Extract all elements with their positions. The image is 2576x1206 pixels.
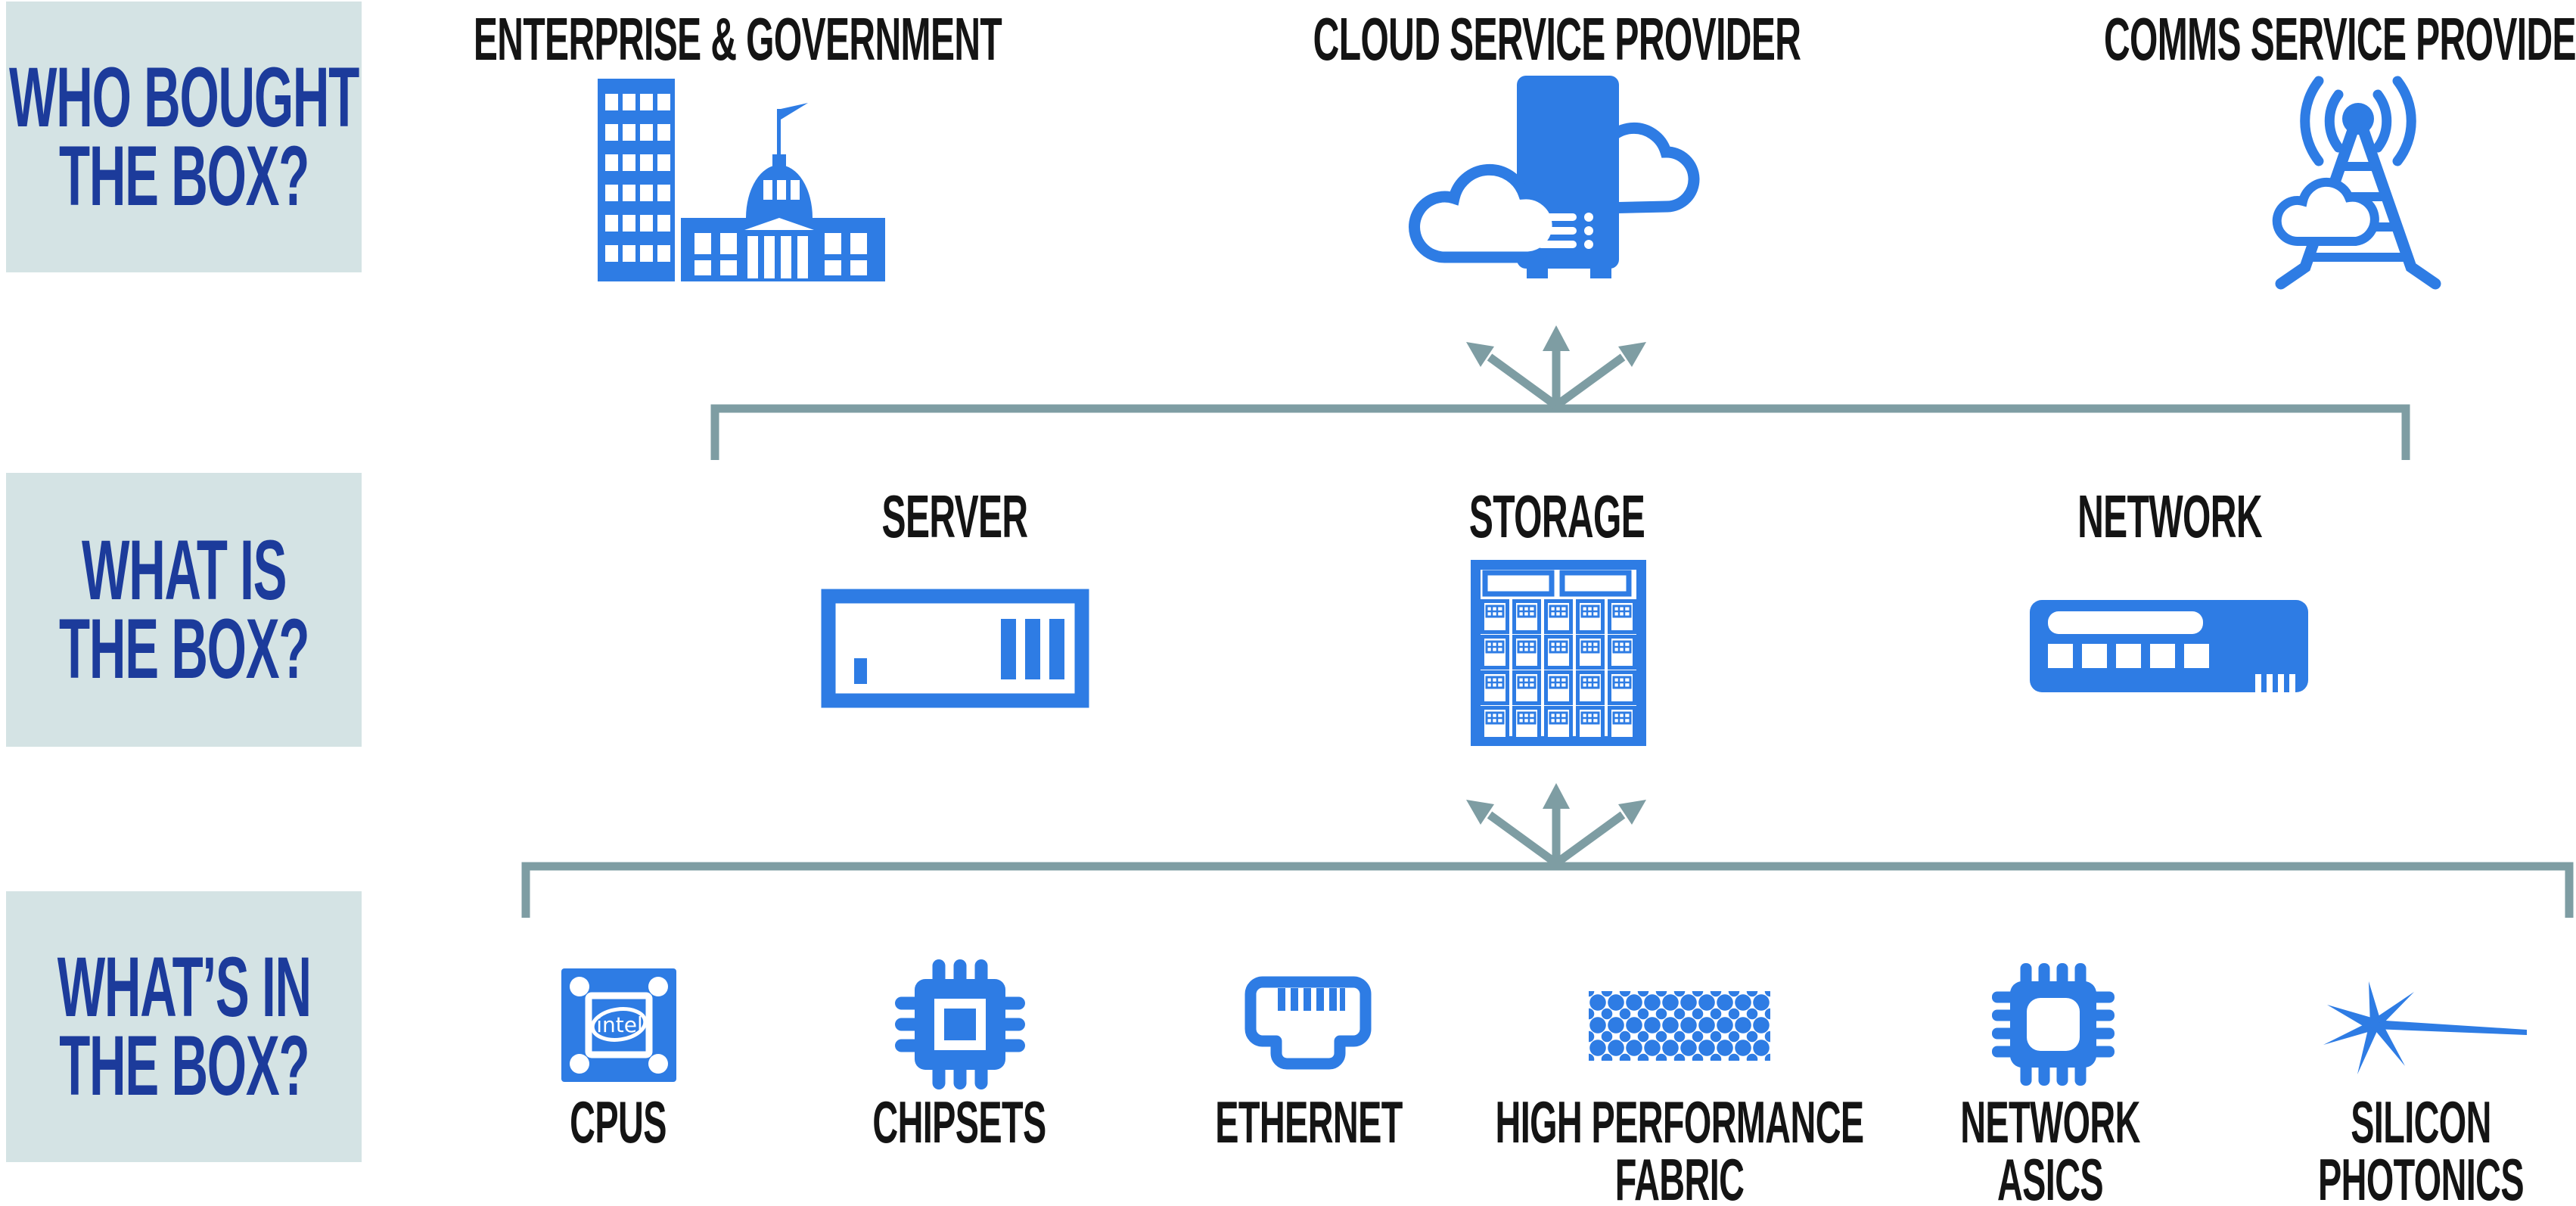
- enterprise-government-icon: [598, 70, 885, 281]
- label-line: FABRIC: [1614, 1146, 1745, 1206]
- heading-enterprise-government: ENTERPRISE & GOVERNMENT: [473, 5, 1002, 73]
- question-what-is-text: WHAT IS THE BOX?: [58, 523, 309, 696]
- ethernet-port-icon: [1243, 974, 1373, 1077]
- upleft-arrow-head-icon: [1466, 800, 1494, 825]
- label-line: PHOTONICS: [2318, 1146, 2525, 1206]
- upright-arrow-shaft: [1553, 811, 1626, 867]
- chipset-icon: [895, 959, 1025, 1089]
- upright-arrow-head-icon: [1618, 800, 1646, 825]
- label-network-asics: NETWORK ASICS: [1960, 1093, 2140, 1206]
- silicon-photonics-star-icon: [2310, 968, 2537, 1082]
- upright-arrow-shaft: [1553, 353, 1626, 409]
- server-icon: [821, 589, 1089, 708]
- storage-rack-icon: [1471, 560, 1646, 746]
- label-chipsets: CHIPSETS: [872, 1089, 1046, 1155]
- label-silicon-photonics: SILICON PHOTONICS: [2318, 1089, 2525, 1206]
- question-line: THE BOX?: [58, 129, 309, 223]
- heading-cloud-service-provider: CLOUD SERVICE PROVIDER: [1313, 5, 1801, 73]
- heading-network: NETWORK: [2077, 483, 2262, 550]
- heading-storage: STORAGE: [1468, 483, 1645, 550]
- comms-tower-icon: [2258, 76, 2459, 295]
- question-whats-in-text: WHAT’S IN THE BOX?: [57, 940, 311, 1113]
- label-line: HIGH PERFORMANCE: [1495, 1089, 1864, 1155]
- up-arrow-head-icon: [1543, 783, 1570, 809]
- label-high-performance-fabric: HIGH PERFORMANCE FABRIC: [1495, 1089, 1864, 1206]
- label-line: NETWORK: [1960, 1089, 2140, 1155]
- question-line: THE BOX?: [58, 1018, 309, 1113]
- cloud-server-icon: [1400, 68, 1717, 288]
- question-who-bought-text: WHO BOUGHT THE BOX?: [8, 50, 359, 223]
- up-arrow-head-icon: [1543, 325, 1570, 351]
- question-line: THE BOX?: [58, 601, 309, 696]
- label-ethernet: ETHERNET: [1215, 1089, 1403, 1155]
- bracket-row2-to-row1: [710, 325, 2410, 460]
- question-line: WHAT’S IN: [57, 940, 311, 1034]
- question-box-what-is: WHAT IS THE BOX?: [6, 473, 362, 747]
- cpu-intel-icon: intel: [561, 968, 676, 1082]
- bracket-row3-to-row2: [521, 783, 2574, 918]
- heading-comms-service-provider: COMMS SERVICE PROVIDER: [2103, 5, 2576, 73]
- heading-server: SERVER: [881, 483, 1029, 550]
- label-line: ASICS: [1996, 1146, 2104, 1206]
- label-cpus: CPUS: [570, 1089, 667, 1155]
- question-box-who-bought: WHO BOUGHT THE BOX?: [6, 2, 362, 272]
- network-asic-icon: [1992, 963, 2115, 1086]
- label-line: SILICON: [2351, 1089, 2491, 1155]
- upleft-arrow-shaft: [1487, 811, 1559, 867]
- question-line: WHAT IS: [81, 523, 287, 617]
- question-line: WHO BOUGHT: [8, 50, 359, 145]
- upleft-arrow-shaft: [1487, 353, 1559, 409]
- upleft-arrow-head-icon: [1466, 342, 1494, 367]
- question-box-whats-in: WHAT’S IN THE BOX?: [6, 891, 362, 1162]
- network-switch-icon: [2030, 600, 2308, 697]
- fabric-dot-mesh-icon: [1589, 991, 1770, 1061]
- upright-arrow-head-icon: [1618, 342, 1646, 367]
- intel-logo-text: intel: [596, 1012, 643, 1037]
